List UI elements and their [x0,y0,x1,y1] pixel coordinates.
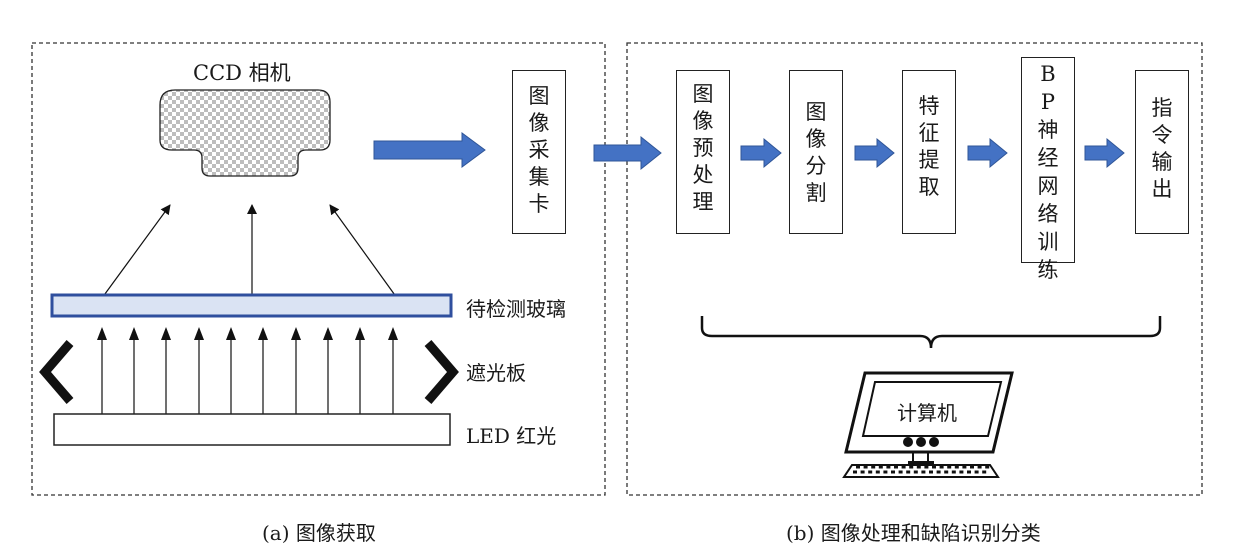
shield-label: 遮光板 [466,361,526,385]
step-label-segmentation: 图像分割 [805,100,827,205]
step-box-segmentation: 图像分割 [789,70,843,234]
light-label: LED 红光 [466,424,557,448]
light-ray-head [291,327,301,340]
step-label-bp-network: BP神经网络训练 [1037,62,1059,282]
step-box-feature-extraction: 特征提取 [902,70,956,234]
glass-plate [50,293,453,318]
shield-left [39,340,74,404]
panel-b-frame [626,42,1203,496]
step-label-command-output: 指令输出 [1151,96,1173,201]
block-arrow-3 [967,137,1008,169]
brace [700,316,1162,349]
light-ray-head [258,327,268,340]
led-bar [53,413,451,446]
computer-label: 计算机 [897,401,957,425]
computer-icon [842,371,1014,478]
block-arrow-camera-to-card [373,132,486,168]
ray-left [101,204,171,299]
light-ray-head [226,327,236,340]
ray-right [329,204,398,299]
light-ray-head [355,327,365,340]
step-box-bp-network: BP神经网络训练 [1021,57,1075,282]
ccd-camera-icon [159,89,331,177]
step-label-feature-extraction: 特征提取 [918,94,940,199]
step-label-preprocess: 图像预处理 [692,82,714,214]
step-box-command-output: 指令输出 [1135,70,1189,234]
light-ray-head [388,327,398,340]
light-ray-head [161,327,171,340]
acquisition-card-label: 图像采集卡 [528,84,550,216]
block-arrow-4 [1084,137,1125,169]
light-ray-head [323,327,333,340]
block-arrow-1 [740,137,782,169]
light-ray-head [129,327,139,340]
acquisition-card-box: 图像采集卡 [512,70,566,234]
light-rays [97,327,398,414]
shield-right [424,340,459,404]
step-box-preprocess: 图像预处理 [676,70,730,234]
glass-label: 待检测玻璃 [466,297,566,321]
light-ray-head [97,327,107,340]
block-arrow-2 [854,137,895,169]
camera-label: CCD 相机 [193,61,291,85]
caption-a: (a) 图像获取 [262,521,376,545]
block-arrow-card-to-preprocess [593,135,662,171]
panel-a-frame [31,42,606,496]
caption-b: (b) 图像处理和缺陷识别分类 [786,521,1041,545]
light-ray-head [194,327,204,340]
